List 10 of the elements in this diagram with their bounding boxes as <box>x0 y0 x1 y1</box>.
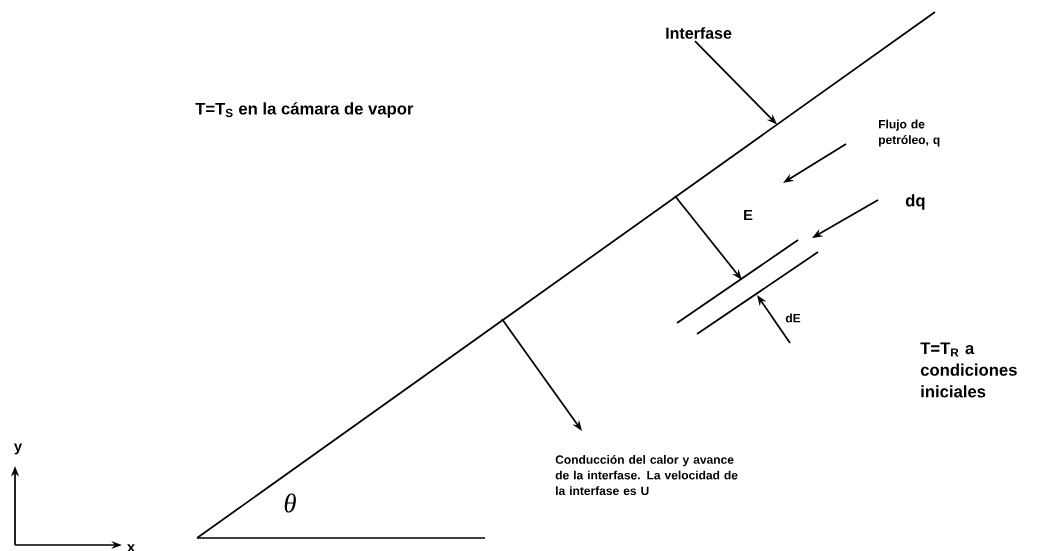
note-text: Conducción del calor y avance de la interfase. La velocidad de la interfase es U <box>555 454 738 496</box>
axis-label: y <box>14 443 22 455</box>
flow-label: dq <box>905 194 925 210</box>
axis-label: x <box>127 544 135 551</box>
condition-label: T=T$_{S}$ en la cámara de vapor <box>195 102 414 118</box>
flow-label: Flujo de petróleo, q <box>879 119 940 147</box>
condition-label: T=T$_{R}$ a condiciones iniciales <box>920 342 1017 398</box>
thickness-label: E <box>744 209 753 221</box>
thickness-label: dE <box>785 313 801 323</box>
angle-label: θ <box>284 493 296 513</box>
